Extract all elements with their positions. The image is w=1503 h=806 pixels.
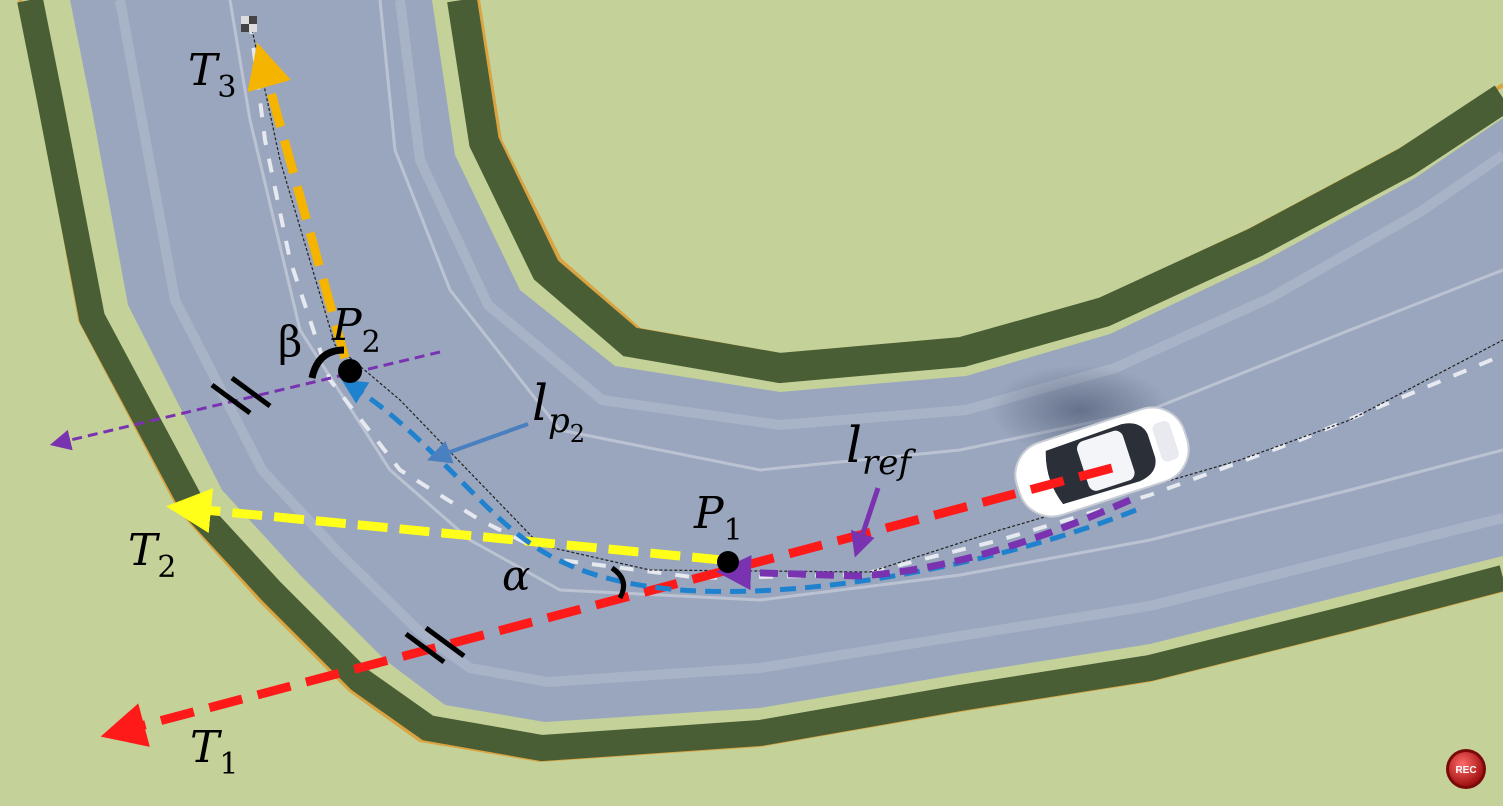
- parallel-marks-lower: [404, 625, 466, 665]
- label-alpha: α: [502, 551, 530, 600]
- checkpoint-marker-cell-a: [241, 16, 249, 24]
- road-lane-shade: [115, 0, 1503, 688]
- label-lp2: lp2: [532, 374, 585, 448]
- angle-beta-arc: [308, 346, 345, 379]
- road-center-dashes: [248, 19, 1503, 581]
- road-lane-divider-outer: [228, 0, 1503, 602]
- outer-verge: [17, 0, 1503, 762]
- tangent-t2-line: [166, 488, 723, 565]
- angle-alpha-arc: [610, 565, 627, 600]
- label-p2: P2: [331, 300, 381, 360]
- label-t2: T2: [128, 525, 176, 585]
- point-p1: [717, 551, 739, 573]
- rec-button[interactable]: REC: [1446, 749, 1486, 789]
- tangent-t1-line: [100, 463, 1114, 747]
- rec-button-label: REC: [1455, 765, 1476, 776]
- road-lane-divider-inner: [378, 0, 1503, 472]
- label-beta: β: [278, 317, 302, 366]
- label-lref: lref: [846, 416, 916, 483]
- label-t1: T1: [190, 722, 238, 782]
- parallel-marks-upper: [210, 375, 272, 416]
- tangent-t3-line: [247, 42, 350, 360]
- label-t3: T3: [188, 45, 236, 105]
- thin-reference-path: [249, 19, 1503, 573]
- path-lref: [716, 496, 1132, 591]
- inner-verge: [447, 0, 1503, 384]
- checkpoint-marker-cell-b: [249, 24, 257, 32]
- pointer-lref: [850, 487, 881, 558]
- point-p2: [338, 359, 362, 383]
- pointer-lp2: [426, 422, 529, 464]
- normal-line-p2: [49, 350, 441, 451]
- label-p1: P1: [693, 488, 743, 548]
- road-lane-shade-2: [395, 0, 1503, 431]
